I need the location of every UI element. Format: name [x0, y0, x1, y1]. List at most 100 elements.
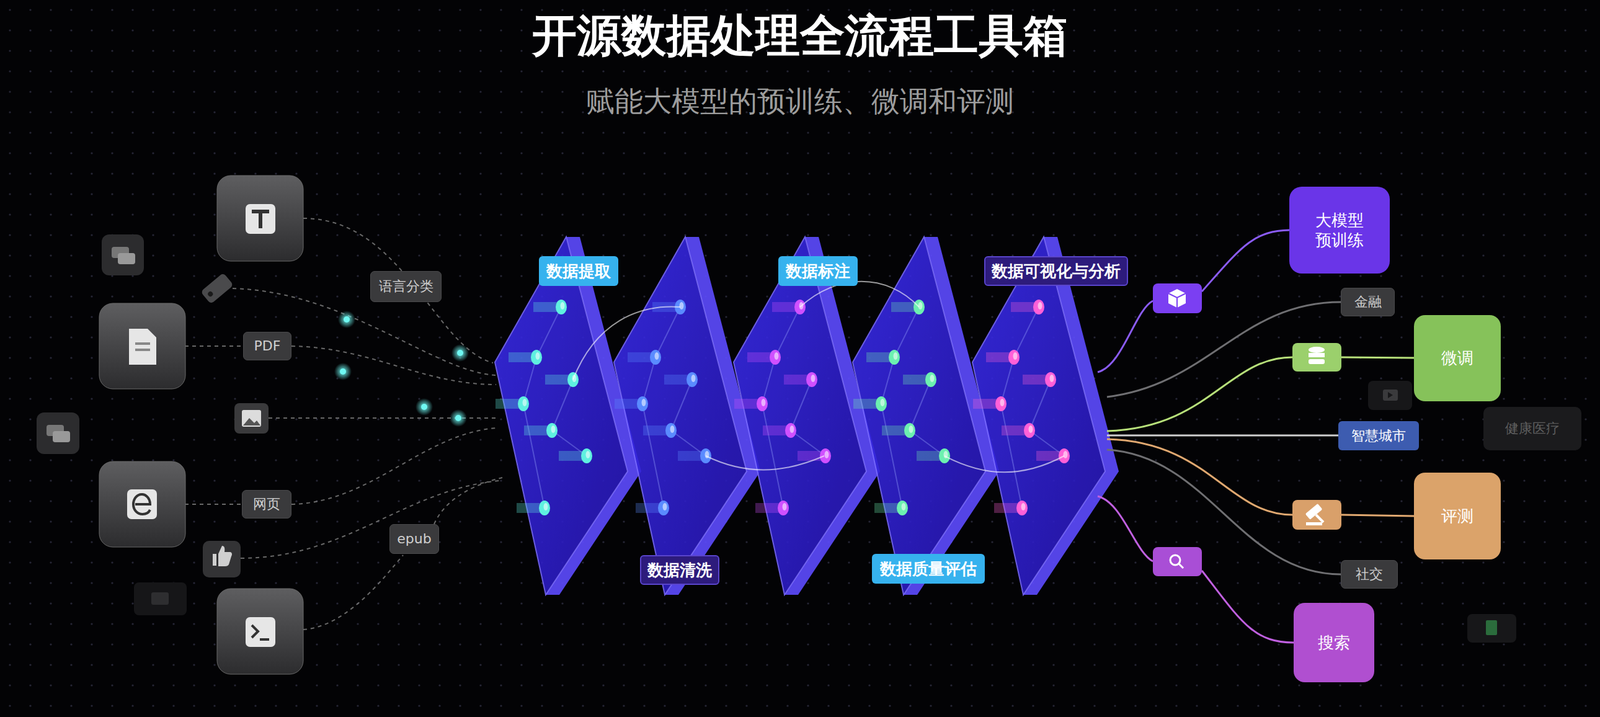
art-rect: [52, 431, 71, 443]
art-circle: [449, 409, 467, 427]
art-circle: [457, 349, 464, 356]
node-label: 金融: [1354, 293, 1382, 311]
art-circle: [343, 316, 350, 323]
node-label: 数据可视化与分析: [991, 261, 1121, 282]
art-rect: [217, 588, 304, 675]
art-g: [200, 272, 234, 305]
output-box: 大模型 预训练: [1289, 186, 1390, 274]
art-rect: [99, 461, 186, 547]
art-rect: [101, 234, 144, 276]
node-label: 微调: [1441, 347, 1474, 369]
art-circle: [421, 403, 428, 410]
output-box: 搜索: [1293, 602, 1375, 683]
node-label: 数据标注: [785, 261, 851, 282]
stage-tag: 数据标注: [778, 256, 858, 286]
art-polygon: [1387, 391, 1393, 399]
node-label: 社交: [1355, 565, 1383, 583]
art-path: [232, 288, 497, 376]
format-tag: 语言分类: [370, 271, 442, 303]
diagram-title: 开源数据处理全流程工具箱: [0, 8, 1600, 63]
stage-tag: 数据提取: [538, 256, 619, 286]
art-rect: [151, 592, 169, 605]
art-line: [1315, 514, 1324, 523]
art-rect: [133, 582, 187, 616]
node-label: epub: [396, 530, 432, 548]
art-polyline: [251, 625, 258, 638]
art-rect: [217, 175, 304, 262]
output-icons: [1152, 283, 1517, 643]
art-rect: [1368, 380, 1413, 410]
art-polygon: [1168, 288, 1186, 308]
art-path: [1341, 514, 1414, 516]
domain-tag: 金融: [1340, 287, 1395, 317]
art-circle: [207, 290, 214, 298]
art-rect: [202, 540, 241, 578]
art-rect: [200, 272, 234, 305]
art-path: [184, 345, 244, 347]
node-label: 智慧城市: [1351, 427, 1406, 445]
art-use: [852, 236, 1000, 595]
process-panels: [494, 236, 1119, 595]
source-lines: [184, 218, 503, 630]
art-circle: [334, 362, 352, 381]
art-rect: [1308, 352, 1325, 358]
art-rect: [1152, 546, 1202, 577]
art-rect: [135, 348, 151, 352]
art-path: [1097, 496, 1153, 562]
art-polyline: [1168, 293, 1186, 298]
art-circle: [451, 344, 469, 362]
art-path: [944, 455, 1065, 472]
output-box: 微调: [1413, 315, 1501, 402]
node-label: 网页: [253, 495, 281, 513]
art-path: [133, 494, 151, 515]
art-use: [613, 236, 761, 595]
art-rect: [135, 342, 151, 345]
source-icons: [36, 175, 304, 675]
node-label: 健康医疗: [1505, 419, 1560, 438]
art-rect: [1292, 342, 1342, 372]
panel-links: [573, 281, 1065, 473]
art-rect: [1382, 389, 1398, 401]
format-tag: epub: [389, 524, 440, 554]
art-path: [1106, 449, 1341, 575]
art-path: [1097, 300, 1153, 373]
art-path: [303, 555, 404, 630]
art-rect: [117, 253, 136, 265]
art-rect: [245, 204, 276, 234]
art-path: [212, 545, 232, 567]
art-rect: [127, 489, 157, 520]
art-path: [1106, 357, 1293, 432]
art-rect: [1485, 620, 1498, 636]
art-rect: [1306, 522, 1323, 526]
art-circle: [339, 368, 347, 375]
art-path: [1106, 302, 1341, 397]
art-circle: [415, 398, 433, 416]
art-path: [1106, 439, 1293, 515]
art-rect: [1308, 359, 1325, 365]
art-circle: [337, 310, 356, 329]
art-ellipse: [1308, 346, 1325, 353]
art-use: [972, 236, 1119, 595]
output-box: 评测: [1413, 472, 1501, 560]
node-label: 数据提取: [546, 261, 611, 282]
art-rect: [258, 209, 263, 229]
art-path: [705, 455, 825, 471]
domain-tag: 社交: [1340, 560, 1398, 589]
art-rect: [1152, 283, 1202, 314]
art-path: [1201, 230, 1290, 292]
art-path: [128, 328, 157, 365]
art-rect: [99, 303, 186, 389]
art-rect: [241, 409, 262, 427]
art-path: [243, 417, 261, 426]
art-path: [1201, 570, 1294, 643]
art-use: [494, 236, 642, 595]
node-label: 评测: [1441, 506, 1474, 527]
subtitle-text: 赋能大模型的预训练、微调和评测: [0, 83, 1600, 121]
stage-tag: 数据可视化与分析: [984, 256, 1129, 286]
format-tag: 网页: [241, 489, 292, 519]
art-rect: [36, 412, 80, 454]
domain-tag: 智慧城市: [1338, 421, 1419, 451]
art-path: [1341, 357, 1414, 358]
